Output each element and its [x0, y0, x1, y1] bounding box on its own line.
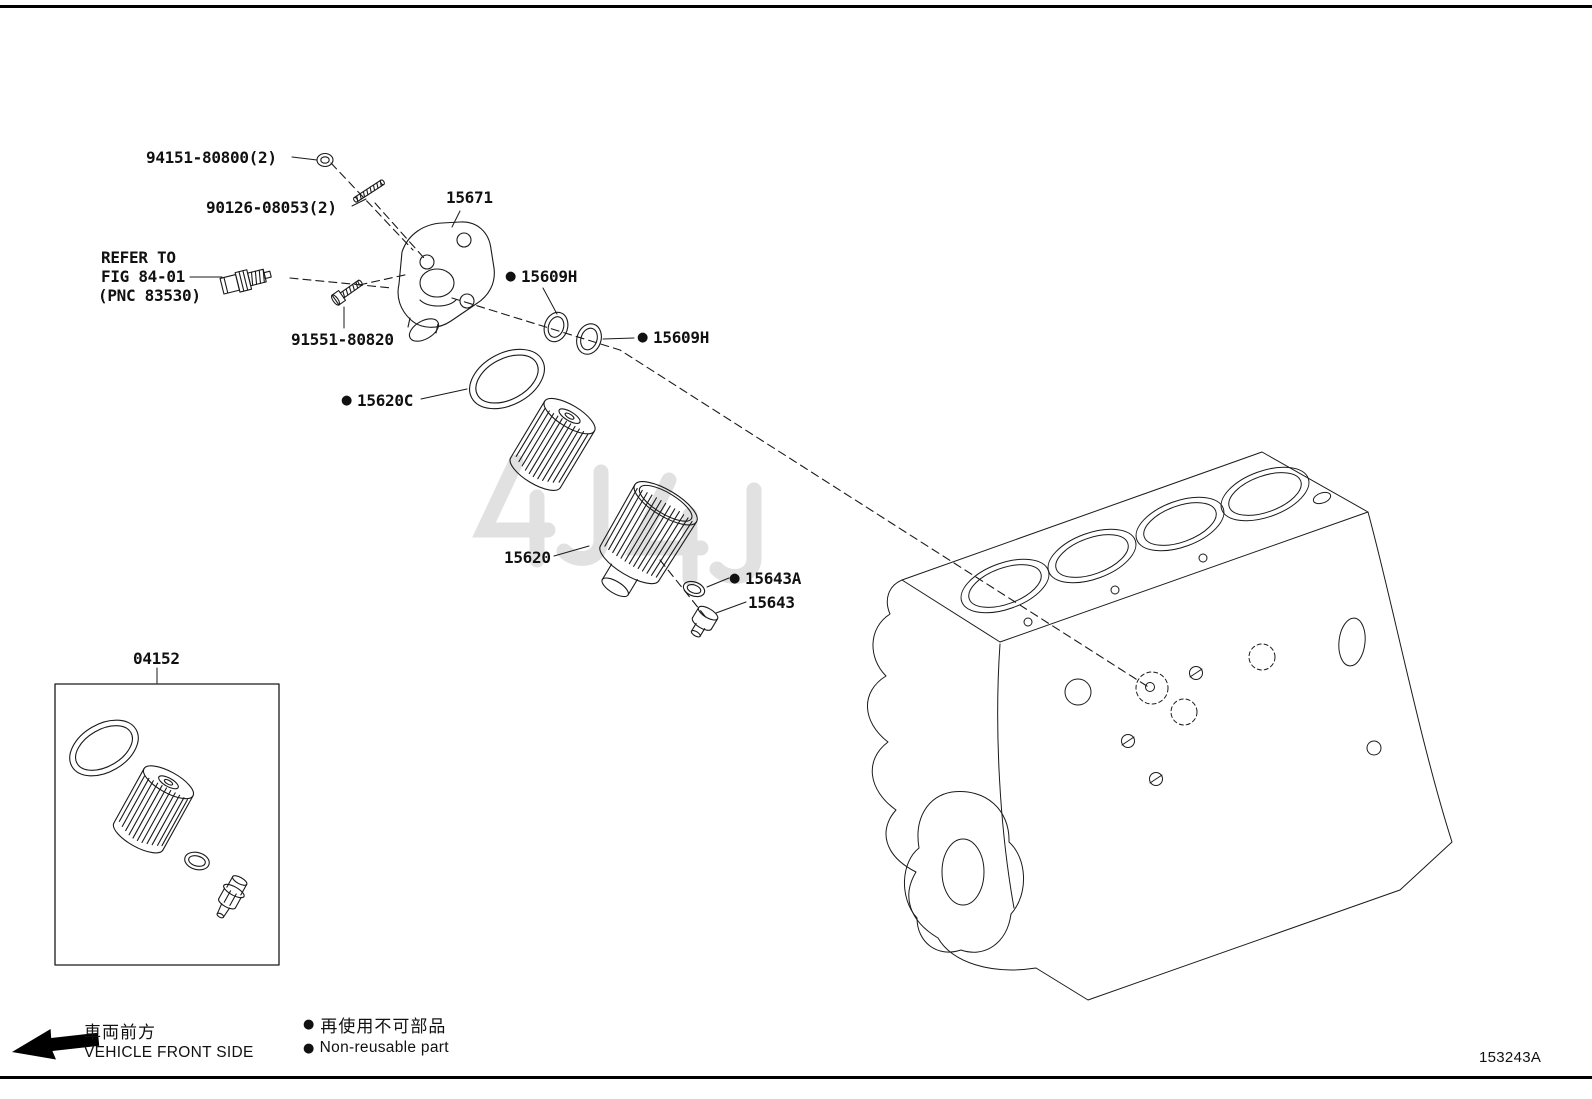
label-refer-line2: FIG 84-01 [101, 267, 185, 286]
part-number-91551: 91551-80820 [291, 330, 394, 349]
label-part-15643: 15643 [748, 593, 795, 612]
engine-block-drawing [867, 451, 1453, 1001]
label-part-15620: 15620 [504, 548, 551, 567]
vehicle-front-jp-text: 車両前方 [84, 1023, 156, 1042]
drain-plug-drawing [690, 605, 719, 638]
drawing-code-text: 153243A [1479, 1049, 1542, 1066]
refer-text-2: FIG 84-01 [101, 267, 185, 286]
label-refer-line1: REFER TO [101, 248, 176, 267]
part-number-15609h-lower: 15609H [653, 328, 710, 347]
drain-oring-drawing [682, 580, 706, 598]
bracket-15671-drawing [397, 221, 495, 342]
non-reusable-dot: ● [729, 571, 741, 586]
drawing-code: 153243A [1479, 1049, 1541, 1066]
legend-dot: ● [303, 1040, 315, 1056]
part-number-15643: 15643 [748, 593, 795, 612]
label-part-15609h-upper: ● 15609H [505, 267, 577, 286]
label-part-94151: 94151-80800(2) [146, 148, 277, 167]
label-refer-line3: (PNC 83530) [98, 286, 201, 305]
bolt-drawing [330, 279, 363, 306]
part-number-15620: 15620 [504, 548, 551, 567]
front-arrow [12, 1028, 100, 1060]
kit-box [54, 683, 280, 966]
nut-drawing [316, 152, 334, 168]
legend-non-reusable-en: ● Non-reusable part [303, 1039, 449, 1057]
legend-en-text: Non-reusable part [319, 1039, 449, 1056]
refer-text-3: (PNC 83530) [98, 286, 201, 305]
refer-text-1: REFER TO [101, 248, 176, 267]
part-number-15643a: 15643A [745, 569, 802, 588]
part-number-15620c: 15620C [357, 391, 414, 410]
top-rule [0, 5, 1592, 8]
part-number-04152: 04152 [133, 649, 180, 668]
legend-dot: ● [303, 1017, 316, 1032]
kit-plug-drawing [216, 875, 248, 919]
label-part-15643a: ● 15643A [729, 569, 801, 588]
non-reusable-dot: ● [637, 330, 649, 345]
dashed-construction-lines [289, 162, 1151, 689]
label-part-04152: 04152 [133, 649, 180, 668]
legend-non-reusable-jp: ● 再使用不可部品 [303, 1012, 446, 1037]
label-part-90126: 90126-08053(2) [206, 198, 337, 217]
oring-small-2-drawing [576, 323, 602, 355]
label-leader-lines [156, 156, 747, 684]
part-number-94151: 94151-80800(2) [146, 148, 277, 167]
kit-oring-large-drawing [69, 719, 139, 777]
stud-bolt-drawing [353, 179, 385, 203]
label-part-15609h-lower: ● 15609H [637, 328, 709, 347]
kit-filter-element-drawing [112, 765, 195, 854]
label-part-15620c: ● 15620C [341, 391, 413, 410]
filter-element-drawing [509, 397, 596, 491]
legend-jp-text: 再使用不可部品 [320, 1017, 447, 1036]
filter-cap-drawing [599, 481, 698, 598]
non-reusable-dot: ● [505, 269, 517, 284]
label-part-15671: 15671 [446, 188, 493, 207]
kit-oring-small-drawing [184, 851, 210, 871]
label-part-91551: 91551-80820 [291, 330, 394, 349]
oring-large-drawing [469, 348, 545, 410]
oring-small-1-drawing [543, 311, 569, 343]
vehicle-front-en-text: VEHICLE FRONT SIDE [84, 1044, 254, 1061]
part-number-15671: 15671 [446, 188, 493, 207]
part-number-15609h-upper: 15609H [521, 267, 578, 286]
bottom-rule [0, 1076, 1592, 1079]
non-reusable-dot: ● [341, 393, 353, 408]
vehicle-front-en: VEHICLE FRONT SIDE [84, 1044, 254, 1062]
part-number-90126: 90126-08053(2) [206, 198, 337, 217]
oil-pressure-switch-drawing [219, 268, 272, 295]
vehicle-front-jp: 車両前方 [84, 1018, 156, 1043]
